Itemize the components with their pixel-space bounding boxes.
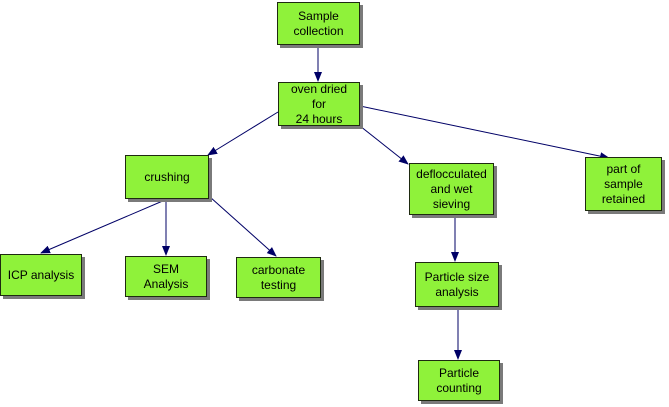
node-part-retained-label: part of sample retained <box>601 161 646 206</box>
node-carbonate-testing: carbonate testing <box>236 257 321 298</box>
node-particle-counting: Particle counting <box>418 360 500 401</box>
node-crushing-label: crushing <box>144 169 190 184</box>
node-particle-size-analysis: Particle size analysis <box>415 262 499 307</box>
arrow-oven-to-part-retained <box>359 105 610 161</box>
arrow-oven-to-crushing <box>207 111 279 156</box>
arrow-crushing-to-icp <box>40 199 166 254</box>
node-sem-analysis-label: SEM Analysis <box>143 261 189 291</box>
arrow-crushing-to-carbonate <box>209 196 277 257</box>
arrow-oven-to-deflocculated <box>359 125 409 165</box>
node-deflocculated-label: deflocculated and wet sieving <box>416 166 487 211</box>
node-oven-dried-label: oven dried for 24 hours <box>290 81 348 126</box>
node-part-retained: part of sample retained <box>585 157 662 211</box>
node-crushing: crushing <box>125 155 209 199</box>
node-sem-analysis: SEM Analysis <box>125 256 207 297</box>
node-oven-dried: oven dried for 24 hours <box>278 82 360 126</box>
node-deflocculated: deflocculated and wet sieving <box>409 163 494 215</box>
node-sample-collection: Sample collection <box>277 2 360 45</box>
node-particle-size-analysis-label: Particle size analysis <box>424 269 490 299</box>
node-icp-analysis-label: ICP analysis <box>7 267 75 282</box>
node-carbonate-testing-label: carbonate testing <box>251 262 306 292</box>
node-icp-analysis: ICP analysis <box>0 254 82 296</box>
node-sample-collection-label: Sample collection <box>293 8 344 38</box>
node-particle-counting-label: Particle counting <box>436 365 482 395</box>
